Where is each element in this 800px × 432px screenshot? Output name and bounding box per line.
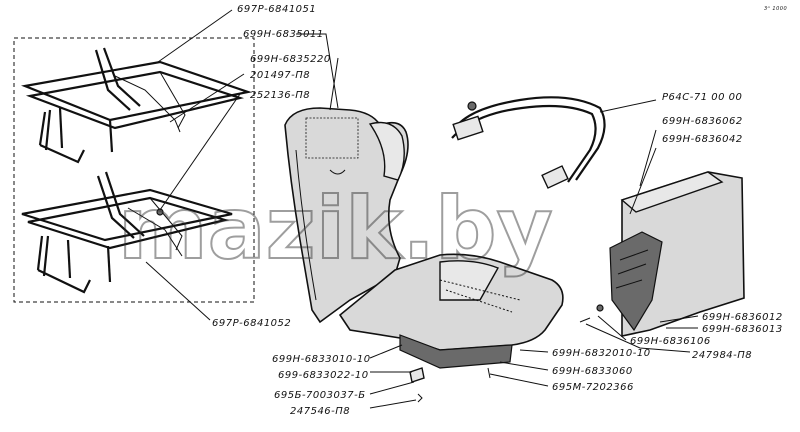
seat-back — [284, 107, 409, 324]
small-parts — [409, 367, 491, 403]
side-armrest-panel — [579, 171, 745, 337]
label-699n-6836013: 699Н-6836013 — [702, 324, 783, 335]
label-695b-7003037-b: 695Б-7003037-Б — [274, 390, 366, 401]
seat-belt — [451, 96, 606, 189]
watermark: mazik.by — [118, 179, 553, 279]
label-252136-p8: 252136-П8 — [250, 90, 310, 101]
label-r64s-710000: Р64С-71 00 00 — [662, 92, 742, 103]
lower-frame-assembly — [21, 171, 233, 294]
label-247546-p8: 247546-П8 — [290, 406, 350, 417]
label-699n-6836062: 699Н-6836062 — [662, 116, 743, 127]
label-699n-6836012: 699Н-6836012 — [702, 312, 783, 323]
label-699n-6833010-10: 699Н-6833010-10 — [272, 354, 371, 365]
upper-frame-assembly — [21, 47, 253, 164]
label-697r-6841052: 697Р-6841052 — [212, 318, 291, 329]
label-247984-p8: 247984-П8 — [692, 350, 752, 361]
label-699-6833022-10: 699-6833022-10 — [278, 370, 369, 381]
label-699n-6836106: 699Н-6836106 — [630, 336, 711, 347]
leader-lines — [145, 9, 699, 409]
inset-frame-box — [13, 37, 255, 303]
label-699n-6835011: 699Н-6835011 — [243, 29, 324, 40]
label-699n-6832010-10: 699Н-6832010-10 — [552, 348, 651, 359]
label-697r-6841051: 697Р-6841051 — [237, 4, 316, 15]
label-201497-p8: 201497-П8 — [250, 70, 310, 81]
corner-mark: 3ᴬ 1000 — [764, 6, 787, 12]
label-699n-6835220: 699Н-6835220 — [250, 54, 331, 65]
label-699n-6833060: 699Н-6833060 — [552, 366, 633, 377]
label-699n-6836042: 699Н-6836042 — [662, 134, 743, 145]
seat-cushion — [338, 253, 564, 369]
label-695m-7202366: 695М-7202366 — [552, 382, 634, 393]
